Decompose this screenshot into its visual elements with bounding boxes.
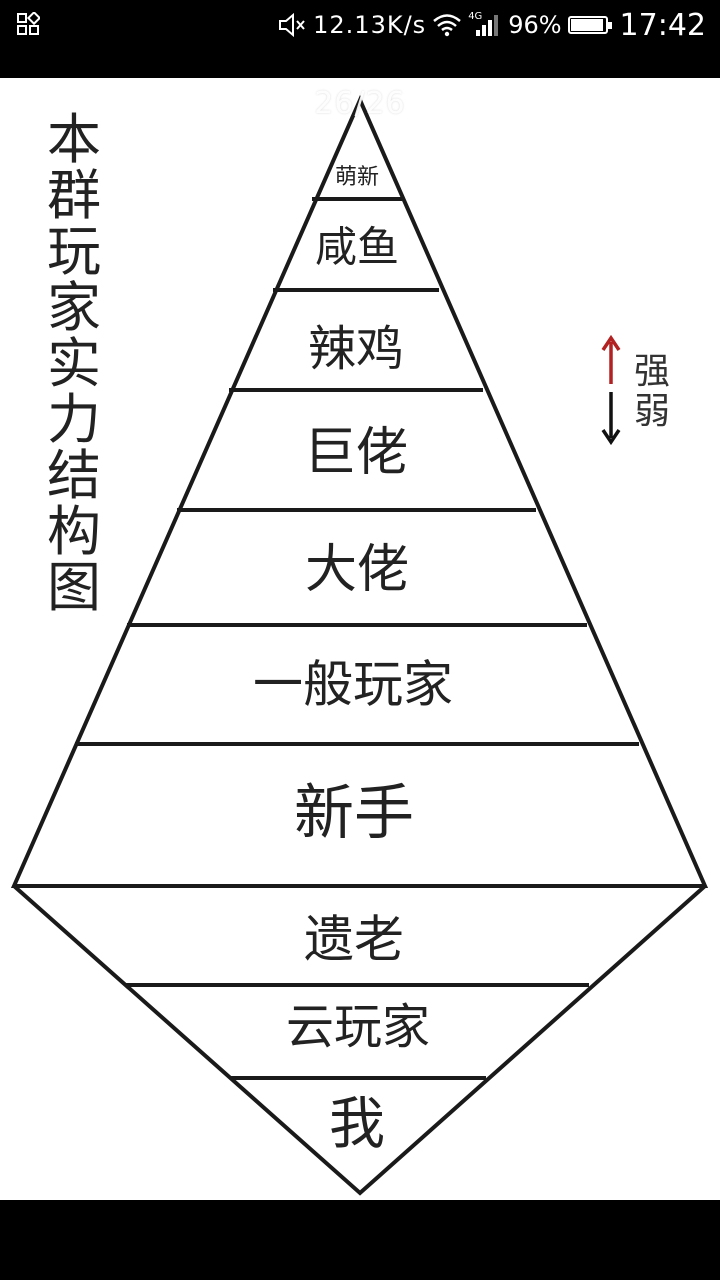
tier-label-me: 我 [329, 1092, 385, 1157]
tier-label-ordinary-player: 一般玩家 [253, 656, 453, 714]
inverted-outline [12, 884, 707, 1196]
image-viewer [0, 50, 720, 1250]
strength-legend: 强弱 [596, 334, 676, 454]
page-counter: 26/26 [314, 86, 406, 121]
down-arrow-icon [601, 392, 621, 446]
tier-label-julao: 巨佬 [304, 423, 408, 483]
tier-label-xianyu: 咸鱼 [315, 223, 399, 272]
back-arrow-icon[interactable] [24, 84, 60, 124]
tier-label-mengxin: 萌新 [335, 165, 379, 190]
battery-icon [567, 16, 612, 34]
wifi-icon [433, 14, 461, 37]
up-arrow-icon [601, 334, 621, 384]
bottom-bar [0, 1200, 720, 1280]
tier-label-veteran: 遗老 [304, 911, 404, 969]
signal-icon: 4G [468, 12, 502, 38]
pyramid-outline [10, 95, 709, 888]
viewer-toolbar: 26/26 [0, 78, 720, 128]
network-type: 4G [468, 11, 483, 22]
mute-icon [279, 12, 305, 38]
legend-label: 强弱 [633, 351, 670, 432]
tier-label-cloud-player: 云玩家 [286, 999, 430, 1055]
tier-label-dalao: 大佬 [305, 540, 409, 600]
tier-label-laji: 辣鸡 [308, 321, 404, 377]
diagram-title: 本群玩家实力结构图 [47, 108, 101, 619]
app-grid-icon [17, 12, 40, 35]
pyramid-diagram: 萌新 咸鱼 辣鸡 巨佬 大佬 一般玩家 新手 遗老 云玩家 我 [10, 95, 709, 1196]
network-speed: 12.13K/s [313, 11, 427, 39]
tier-label-novice: 新手 [294, 779, 414, 849]
status-bar: 12.13K/s 4G 96% 17:42 [0, 0, 720, 50]
photo[interactable] [0, 78, 720, 1250]
battery-percent: 96% [508, 11, 562, 39]
clock: 17:42 [619, 7, 706, 43]
more-vertical-icon[interactable] [660, 86, 680, 122]
